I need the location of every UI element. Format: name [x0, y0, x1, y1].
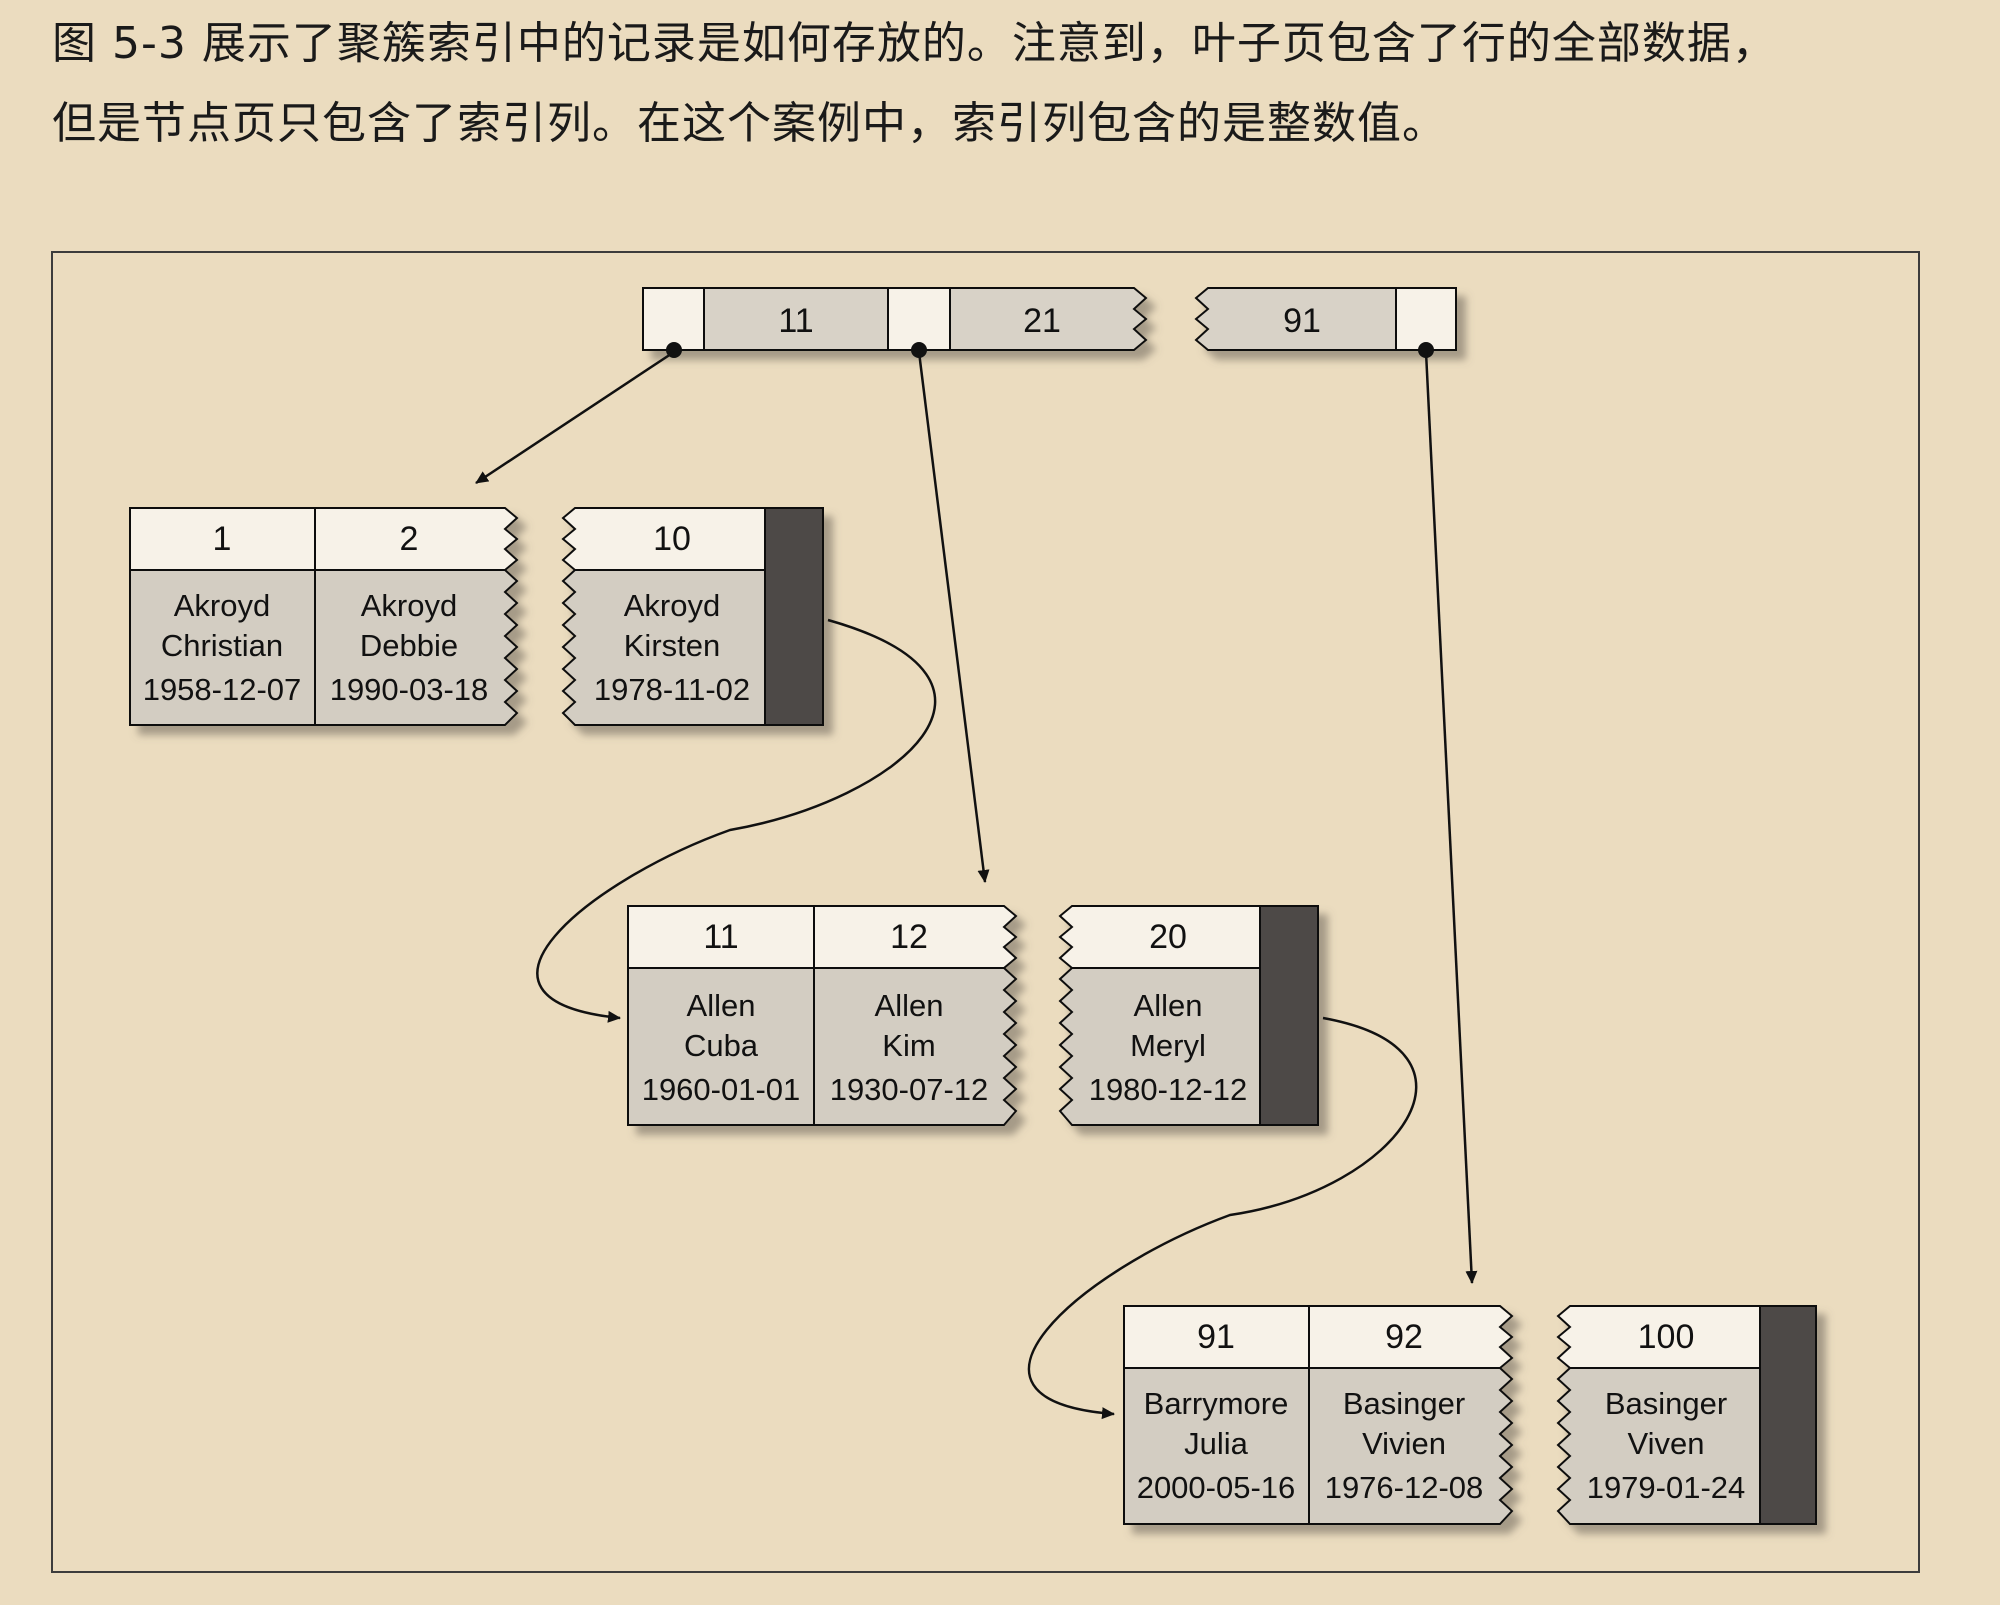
- leaf-2-rec-2-date: 1930-07-12: [830, 1072, 989, 1107]
- root-pointer-cell-3: [1395, 287, 1457, 351]
- leaf-3-rec-3-last: Basinger: [1605, 1386, 1727, 1421]
- leaf-2-rec-3-date: 1980-12-12: [1089, 1072, 1248, 1107]
- arrow-leaf-2-to-leaf-3: [1027, 1016, 1418, 1420]
- leaf-1-rec-1-key: 1: [213, 520, 232, 558]
- arrow-root-to-leaf-3: [1424, 351, 1478, 1284]
- leaf-2-data-cell-3: [1058, 967, 1261, 1126]
- leaf-3-rec-1-first: Julia: [1184, 1426, 1249, 1461]
- root-pointer-cell-1: [642, 287, 705, 351]
- caption-line-2: 但是节点页只包含了索引列。在这个案例中，索引列包含的是整数值。: [52, 98, 1447, 149]
- leaf-3-next-pointer-cell: [1759, 1305, 1817, 1525]
- leaf-1-rec-2-key: 2: [400, 520, 419, 558]
- root-key-cell-2: [949, 287, 1148, 351]
- leaf-2-rec-2-last: Allen: [875, 988, 944, 1023]
- pointer-arrows: [475, 350, 1478, 1420]
- caption-line-1: 图 5-3 展示了聚簇索引中的记录是如何存放的。注意到，叶子页包含了行的全部数据…: [52, 18, 1777, 69]
- leaf-page-2-left: [627, 905, 1018, 1126]
- leaf-1-data-cell-2: [314, 569, 519, 726]
- leaf-1-data-cell-3: [561, 569, 766, 726]
- leaf-3-rec-3-key: 100: [1638, 1318, 1695, 1356]
- leaf-2-rec-1-first: Cuba: [684, 1028, 759, 1063]
- leaf-1-rec-1-last: Akroyd: [174, 588, 270, 623]
- root-node-page: 11 21 91: [642, 287, 1457, 358]
- leaf-2-rec-2-key: 12: [890, 918, 928, 956]
- leaf-page-1: 1 Akroyd Christian 1958-12-07 2 Akroyd D…: [129, 507, 824, 726]
- leaf-3-rec-2-key: 92: [1385, 1318, 1423, 1356]
- leaf-1-rec-1-first: Christian: [161, 628, 283, 663]
- leaf-1-rec-2-date: 1990-03-18: [330, 672, 489, 707]
- leaf-2-rec-3-last: Allen: [1134, 988, 1203, 1023]
- leaf-page-3-right: [1556, 1305, 1817, 1525]
- root-page-left: [642, 287, 1148, 351]
- arrow-root-to-leaf-1: [475, 350, 675, 485]
- root-key-1: 11: [778, 302, 813, 340]
- arrow-root-to-leaf-2: [917, 351, 990, 883]
- leaf-page-3: 91 Barrymore Julia 2000-05-16 92 Basinge…: [1123, 1305, 1817, 1525]
- leaf-1-rec-2-first: Debbie: [360, 628, 458, 663]
- leaf-2-rec-1-date: 1960-01-01: [642, 1072, 801, 1107]
- leaf-1-rec-3-date: 1978-11-02: [594, 672, 750, 707]
- leaf-1-rec-3-first: Kirsten: [624, 628, 720, 663]
- leaf-1-rec-3-key: 10: [653, 520, 691, 558]
- root-pointer-dot-3: [1418, 342, 1434, 358]
- leaf-3-rec-3-first: Viven: [1628, 1426, 1705, 1461]
- arrow-leaf-1-to-leaf-2: [536, 618, 937, 1023]
- root-key-3: 91: [1283, 302, 1321, 340]
- root-key-2: 21: [1023, 302, 1061, 340]
- leaf-2-next-pointer-cell: [1259, 905, 1319, 1126]
- leaf-1-rec-2-last: Akroyd: [361, 588, 457, 623]
- leaf-3-data-cell-2: [1308, 1367, 1514, 1525]
- leaf-2-rec-1-last: Allen: [687, 988, 756, 1023]
- leaf-2-rec-3-first: Meryl: [1130, 1028, 1206, 1063]
- leaf-page-2: 11 Allen Cuba 1960-01-01 12 Allen Kim 19…: [627, 905, 1319, 1126]
- root-pointer-cell-2: [887, 287, 951, 351]
- leaf-3-rec-1-last: Barrymore: [1144, 1386, 1289, 1421]
- leaf-page-3-left: [1123, 1305, 1514, 1525]
- leaf-1-rec-3-last: Akroyd: [624, 588, 720, 623]
- leaf-1-next-pointer-cell: [764, 507, 824, 726]
- leaf-page-1-right: [561, 507, 824, 726]
- leaf-3-rec-1-date: 2000-05-16: [1137, 1470, 1296, 1505]
- figure-frame: [51, 251, 1920, 1573]
- leaf-3-data-cell-3: [1556, 1367, 1761, 1525]
- leaf-2-rec-2-first: Kim: [882, 1028, 935, 1063]
- leaf-page-2-right: [1058, 905, 1319, 1126]
- root-pointer-dot-2: [911, 342, 927, 358]
- leaf-1-rec-1-date: 1958-12-07: [143, 672, 302, 707]
- leaf-2-rec-1-key: 11: [703, 918, 738, 956]
- leaf-page-1-left: [129, 507, 519, 726]
- leaf-2-rec-3-key: 20: [1149, 918, 1187, 956]
- leaf-3-rec-2-last: Basinger: [1343, 1386, 1465, 1421]
- leaf-3-rec-3-date: 1979-01-24: [1587, 1470, 1746, 1505]
- leaf-3-rec-2-date: 1976-12-08: [1325, 1470, 1484, 1505]
- leaf-2-data-cell-2: [813, 967, 1018, 1126]
- leaf-3-rec-2-first: Vivien: [1362, 1426, 1446, 1461]
- root-page-right: [1194, 287, 1457, 351]
- leaf-3-rec-1-key: 91: [1197, 1318, 1235, 1356]
